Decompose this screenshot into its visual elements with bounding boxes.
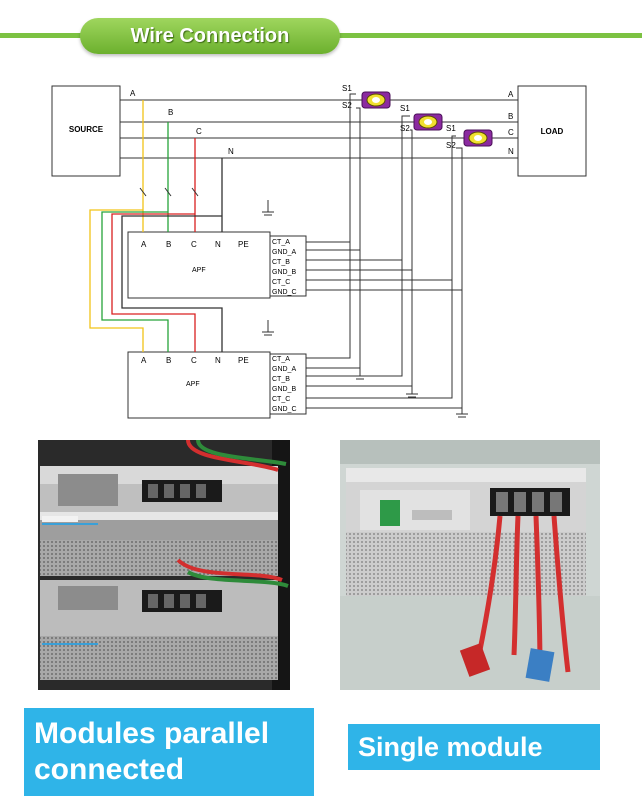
ct1-s2-label: S2 (342, 101, 352, 110)
apf-2-term-pe: PE (238, 356, 249, 365)
apf-2-sig-gnd-b: GND_B (272, 386, 296, 393)
apf-1-sig-gnd-b: GND_B (272, 269, 296, 276)
load-phase-b: B (508, 112, 513, 121)
apf-2-sig-gnd-c: GND_C (272, 406, 297, 413)
apf-1-sig-gnd-a: GND_A (272, 249, 296, 256)
ct-clamp-icon (413, 113, 443, 131)
phase-label-c: C (196, 127, 202, 136)
apf-1-sig-ct-b: CT_B (272, 259, 290, 266)
apf-1-term-n: N (215, 240, 221, 249)
ground-icon (406, 386, 418, 398)
photo-parallel-modules (38, 440, 290, 690)
photo-single-module (340, 440, 600, 690)
page-title: Wire Connection (130, 25, 290, 47)
apf-2-label: APF (186, 381, 200, 388)
apf-1-term-pe: PE (238, 240, 249, 249)
wiring-diagram: SOURCE LOAD A B C N A B C N S1 S2 S1 S2 … (51, 84, 587, 419)
ct2-s1-label: S1 (400, 104, 410, 113)
phase-label-a: A (130, 89, 136, 98)
caption-parallel-line1: Modules parallel (34, 717, 270, 750)
ground-icon (262, 320, 274, 336)
ground-icon (456, 408, 468, 418)
apf-1-term-b: B (166, 240, 171, 249)
apf-2-sig-gnd-a: GND_A (272, 366, 296, 373)
apf-2-term-c: C (191, 356, 197, 365)
caption-single-module: Single module (348, 724, 600, 770)
ct1-s1-label: S1 (342, 84, 352, 93)
apf-1-term-c: C (191, 240, 197, 249)
apf-2-term-n: N (215, 356, 221, 365)
bus-lines (120, 99, 518, 159)
breaker-switches (139, 187, 199, 197)
apf-1-signal-block (269, 235, 307, 297)
load-phase-n: N (508, 147, 514, 156)
source-box (51, 85, 121, 177)
ct2-s2-label: S2 (400, 124, 410, 133)
apf-2-sig-ct-b: CT_B (272, 376, 290, 383)
apf-1-sig-ct-c: CT_C (272, 279, 290, 286)
apf-1-sig-gnd-c: GND_C (272, 289, 297, 296)
phase-label-b: B (168, 108, 173, 117)
load-box (517, 85, 587, 177)
phase-label-n: N (228, 147, 234, 156)
load-phase-c: C (508, 128, 514, 137)
load-phase-a: A (508, 90, 514, 99)
apf-2-term-b: B (166, 356, 171, 365)
phase-wires (89, 100, 223, 352)
source-label: SOURCE (69, 125, 104, 134)
ground-icon (354, 368, 366, 380)
ct3-s1-label: S1 (446, 124, 456, 133)
apf-2-signal-block (269, 353, 307, 415)
load-label: LOAD (541, 127, 564, 136)
apf-unit-2 (127, 351, 271, 419)
ct-leads (305, 93, 463, 409)
apf-unit-1 (127, 231, 271, 299)
apf-1-label: APF (192, 267, 206, 274)
ct3-s2-label: S2 (446, 141, 456, 150)
header-pill (80, 18, 340, 54)
apf-2-sig-ct-a: CT_A (272, 356, 290, 363)
caption-parallel-line2: connected (34, 753, 185, 786)
apf-1-sig-ct-a: CT_A (272, 239, 290, 246)
ct-clamp-icon (463, 129, 493, 147)
apf-2-sig-ct-c: CT_C (272, 396, 290, 403)
apf-2-term-a: A (141, 356, 147, 365)
ct-clamp-icon (361, 91, 391, 109)
caption-parallel-modules: Modules parallel connected (24, 708, 314, 796)
ground-icon (262, 200, 274, 216)
apf-1-term-a: A (141, 240, 147, 249)
